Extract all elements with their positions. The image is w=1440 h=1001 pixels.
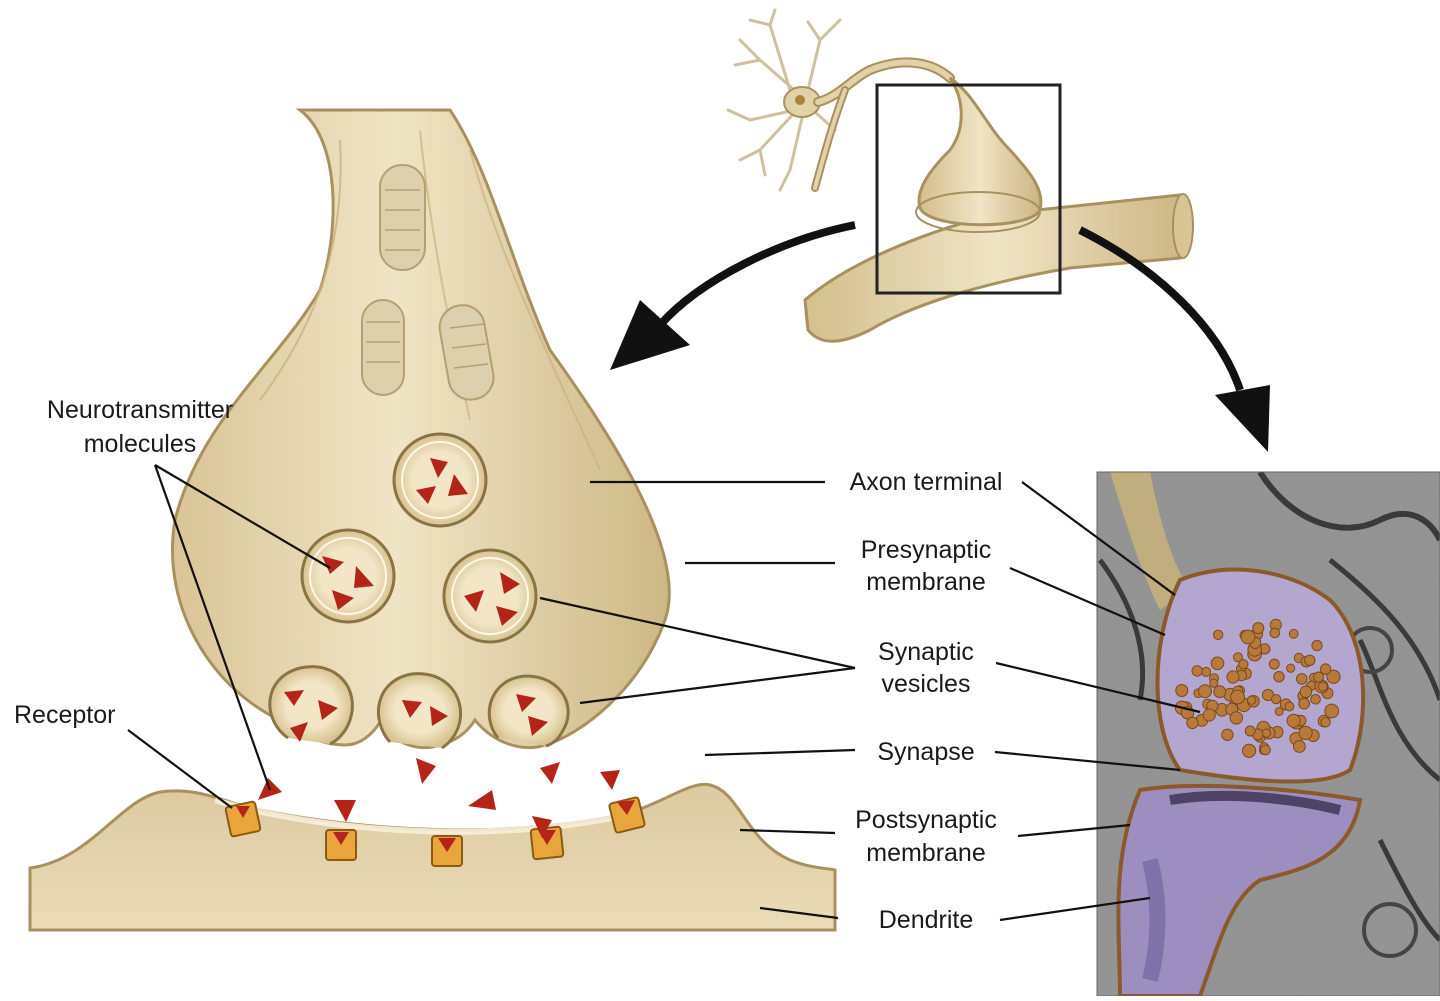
receptor — [529, 825, 565, 861]
labels: Neurotransmitter molecules Receptor Axon… — [14, 396, 1002, 934]
em-vesicle — [1284, 701, 1295, 712]
synaptic-vesicle — [300, 528, 396, 624]
electron-micrograph — [1096, 471, 1440, 997]
em-vesicle — [1244, 725, 1256, 737]
label-postsynaptic-line2: membrane — [866, 839, 986, 867]
em-vesicle — [1293, 740, 1306, 753]
label-presynaptic-line2: membrane — [866, 568, 986, 596]
receptor — [431, 835, 463, 867]
em-vesicle — [1191, 665, 1203, 677]
em-vesicle — [1240, 629, 1256, 645]
em-vesicle — [1298, 725, 1313, 740]
em-vesicle — [1238, 659, 1249, 670]
em-vesicle — [1269, 627, 1281, 639]
em-vesicle — [1313, 671, 1325, 683]
em-vesicle — [1286, 713, 1301, 728]
mitochondrion — [438, 304, 495, 401]
em-vesicle — [1252, 622, 1265, 635]
arrow-to-diagram — [610, 221, 856, 370]
label-axon-terminal: Axon terminal — [850, 468, 1003, 496]
receptor — [325, 829, 357, 861]
em-vesicle — [1271, 694, 1282, 705]
leader-lines — [127, 464, 1201, 922]
neuron-overview — [726, 8, 1194, 343]
synaptic-vesicle — [442, 548, 538, 644]
em-vesicle — [1229, 711, 1244, 725]
em-vesicle — [1221, 728, 1234, 741]
receptor — [224, 800, 262, 838]
em-vesicle — [1286, 663, 1296, 673]
em-vesicle — [1260, 744, 1271, 756]
label-synaptic-vesicles-line2: vesicles — [882, 670, 971, 698]
label-synaptic-vesicles-line1: Synaptic — [878, 638, 974, 666]
mitochondrion — [361, 299, 405, 396]
em-vesicle — [1320, 717, 1331, 728]
em-vesicle — [1186, 716, 1199, 730]
em-vesicle — [1198, 684, 1212, 699]
em-vesicle — [1233, 652, 1243, 663]
em-vesicle — [1296, 673, 1308, 685]
label-neurotransmitter-line2: molecules — [84, 430, 197, 458]
em-vesicle — [1311, 639, 1323, 652]
em-vesicle — [1310, 694, 1321, 705]
em-vesicle — [1273, 671, 1285, 683]
em-vesicle — [1230, 689, 1245, 705]
em-vesicle — [1175, 684, 1189, 697]
em-vesicle — [1202, 708, 1216, 722]
receptor — [608, 796, 646, 834]
em-vesicle — [1201, 666, 1212, 677]
em-vesicle — [1324, 703, 1340, 719]
em-vesicle — [1274, 707, 1284, 716]
released-neurotransmitters — [258, 758, 620, 838]
em-vesicle — [1268, 658, 1280, 670]
synaptic-vesicle — [392, 432, 488, 528]
em-vesicle — [1326, 669, 1341, 684]
label-neurotransmitter-line1: Neurotransmitter — [47, 396, 233, 424]
em-vesicle — [1288, 628, 1299, 639]
em-vesicle — [1304, 654, 1316, 666]
em-vesicle — [1246, 695, 1257, 705]
em-vesicle — [1242, 743, 1257, 758]
receptors — [224, 796, 646, 867]
em-vesicle — [1209, 678, 1219, 688]
em-vesicle — [1261, 728, 1272, 738]
zoom-box — [875, 83, 1062, 295]
axon-terminal — [171, 108, 671, 750]
mitochondrion — [379, 164, 426, 271]
label-synapse: Synapse — [877, 738, 974, 766]
em-vesicle — [1319, 663, 1332, 675]
label-postsynaptic-line1: Postsynaptic — [855, 806, 997, 834]
synaptic-vesicle-docked — [376, 672, 463, 750]
arrow-to-micrograph — [1078, 226, 1270, 452]
em-vesicle — [1213, 685, 1227, 699]
label-receptor: Receptor — [14, 701, 115, 729]
em-vesicle — [1299, 685, 1313, 699]
em-vesicle — [1298, 697, 1310, 710]
em-vesicle — [1213, 629, 1224, 640]
label-presynaptic-line1: Presynaptic — [861, 536, 992, 564]
synaptic-vesicle-docked — [268, 665, 354, 746]
label-dendrite: Dendrite — [879, 906, 974, 934]
em-vesicle — [1210, 656, 1225, 671]
em-vesicle — [1226, 670, 1240, 684]
synaptic-vesicle-docked — [487, 674, 570, 748]
em-vesicle — [1317, 681, 1328, 692]
